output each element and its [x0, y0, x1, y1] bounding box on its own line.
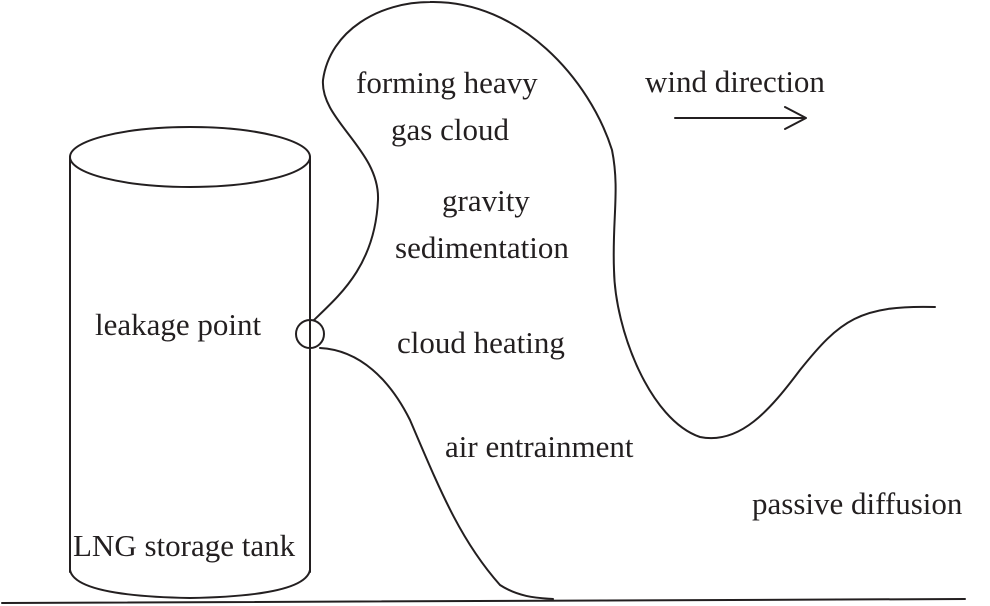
label-sedimentation: sedimentation — [395, 230, 569, 265]
ground-line — [1, 598, 966, 604]
cloud-outline-upper — [313, 0, 936, 440]
label-cloud-heating: cloud heating — [397, 325, 565, 360]
label-forming-heavy: forming heavy — [356, 65, 538, 100]
leakage-point-circle-icon — [295, 319, 325, 349]
tank-top-ellipse — [69, 126, 311, 188]
cloud-outline-lower — [319, 347, 554, 600]
label-passive-diffusion: passive diffusion — [752, 486, 963, 521]
wind-direction-arrow-right-icon — [674, 106, 807, 130]
label-lng-storage-tank: LNG storage tank — [73, 528, 296, 563]
label-gas-cloud: gas cloud — [391, 112, 509, 147]
label-gravity: gravity — [442, 183, 530, 218]
tank-bottom-curve — [69, 569, 311, 599]
label-leakage-point: leakage point — [95, 307, 262, 342]
lng-storage-tank — [69, 126, 311, 599]
label-air-entrainment: air entrainment — [445, 429, 634, 464]
label-wind-direction: wind direction — [645, 64, 825, 99]
